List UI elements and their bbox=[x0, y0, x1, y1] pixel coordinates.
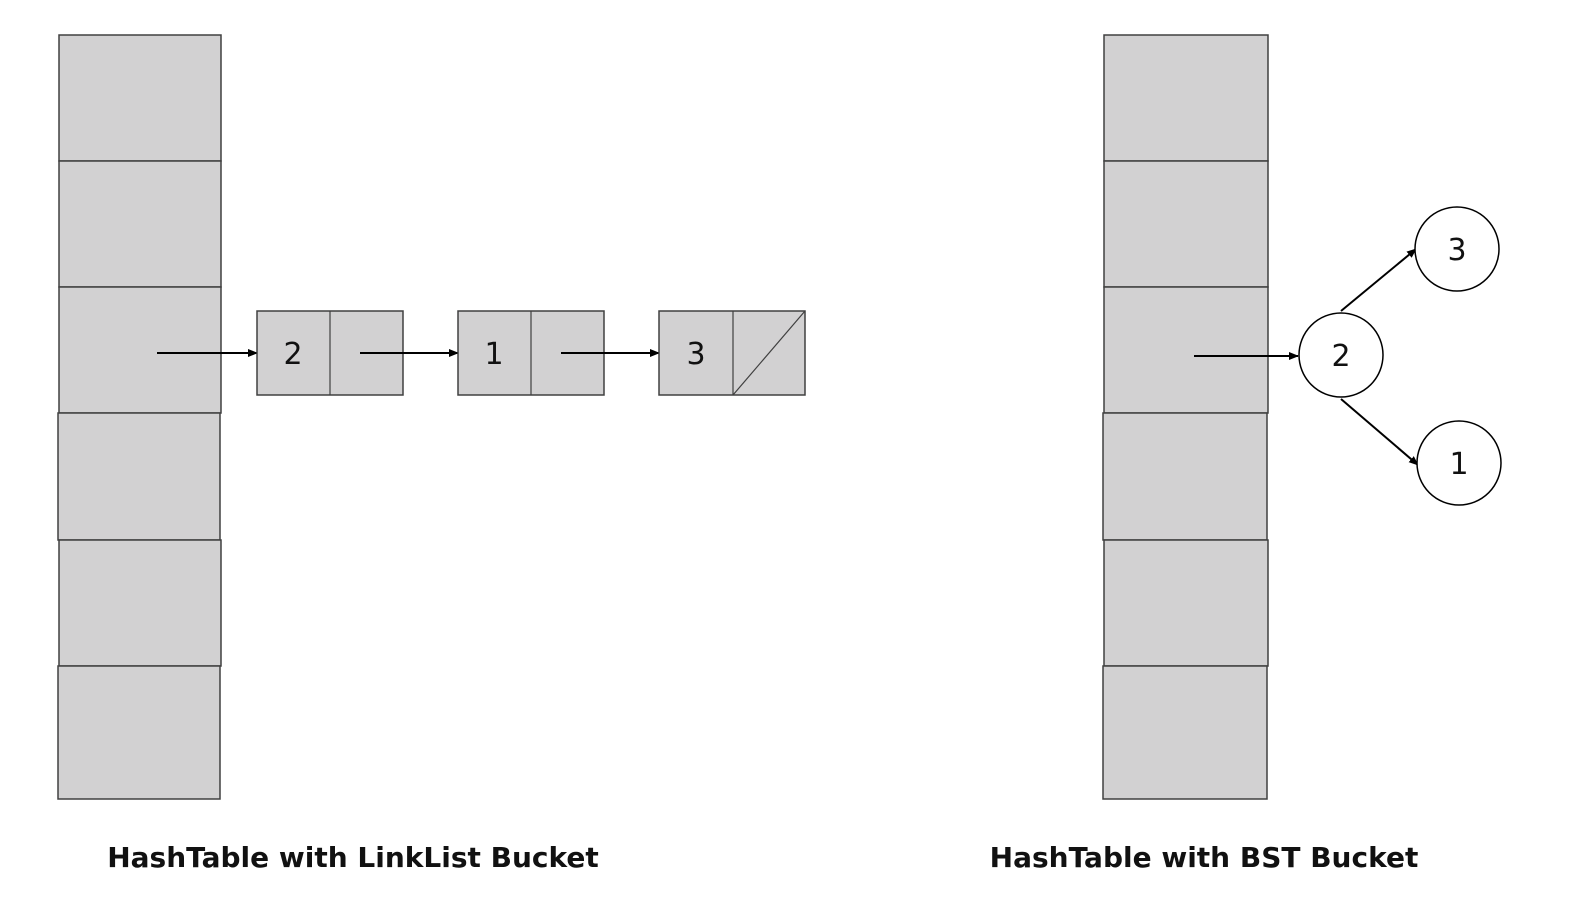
right-bucket-4 bbox=[1103, 539, 1269, 667]
right-bucket-5 bbox=[1102, 665, 1268, 800]
list-node: 3 bbox=[658, 310, 806, 396]
right-bucket-2 bbox=[1103, 286, 1269, 414]
list-node-value: 2 bbox=[283, 337, 302, 372]
left-bucket-4 bbox=[58, 539, 222, 667]
list-node-value: 1 bbox=[484, 337, 503, 372]
tree-edge-lower bbox=[1340, 398, 1419, 466]
left-bucket-3 bbox=[57, 412, 221, 541]
tree-node-value: 2 bbox=[1331, 339, 1350, 374]
right-bucket-3 bbox=[1102, 412, 1268, 541]
left-caption: HashTable with LinkList Bucket bbox=[107, 841, 599, 874]
left-hashtable-array bbox=[57, 34, 222, 800]
tree-node-root: 2 bbox=[1298, 312, 1384, 398]
tree-node-value: 1 bbox=[1449, 447, 1468, 482]
left-bucket-0 bbox=[58, 34, 222, 162]
right-hashtable-array bbox=[1102, 34, 1269, 800]
list-node-value: 3 bbox=[686, 337, 705, 372]
linked-list: 2 1 3 bbox=[157, 310, 806, 396]
left-bucket-5 bbox=[57, 665, 221, 800]
tree-node-upper: 3 bbox=[1414, 206, 1500, 292]
tree-edge-upper bbox=[1340, 248, 1417, 312]
null-pointer-slash bbox=[732, 310, 806, 396]
bst: 2 3 1 bbox=[1194, 206, 1502, 506]
tree-node-lower: 1 bbox=[1416, 420, 1502, 506]
right-caption: HashTable with BST Bucket bbox=[990, 841, 1419, 874]
right-bucket-1 bbox=[1103, 160, 1269, 288]
left-bucket-2 bbox=[58, 286, 222, 414]
tree-node-value: 3 bbox=[1447, 233, 1466, 268]
right-bucket-0 bbox=[1103, 34, 1269, 162]
left-bucket-1 bbox=[58, 160, 222, 288]
